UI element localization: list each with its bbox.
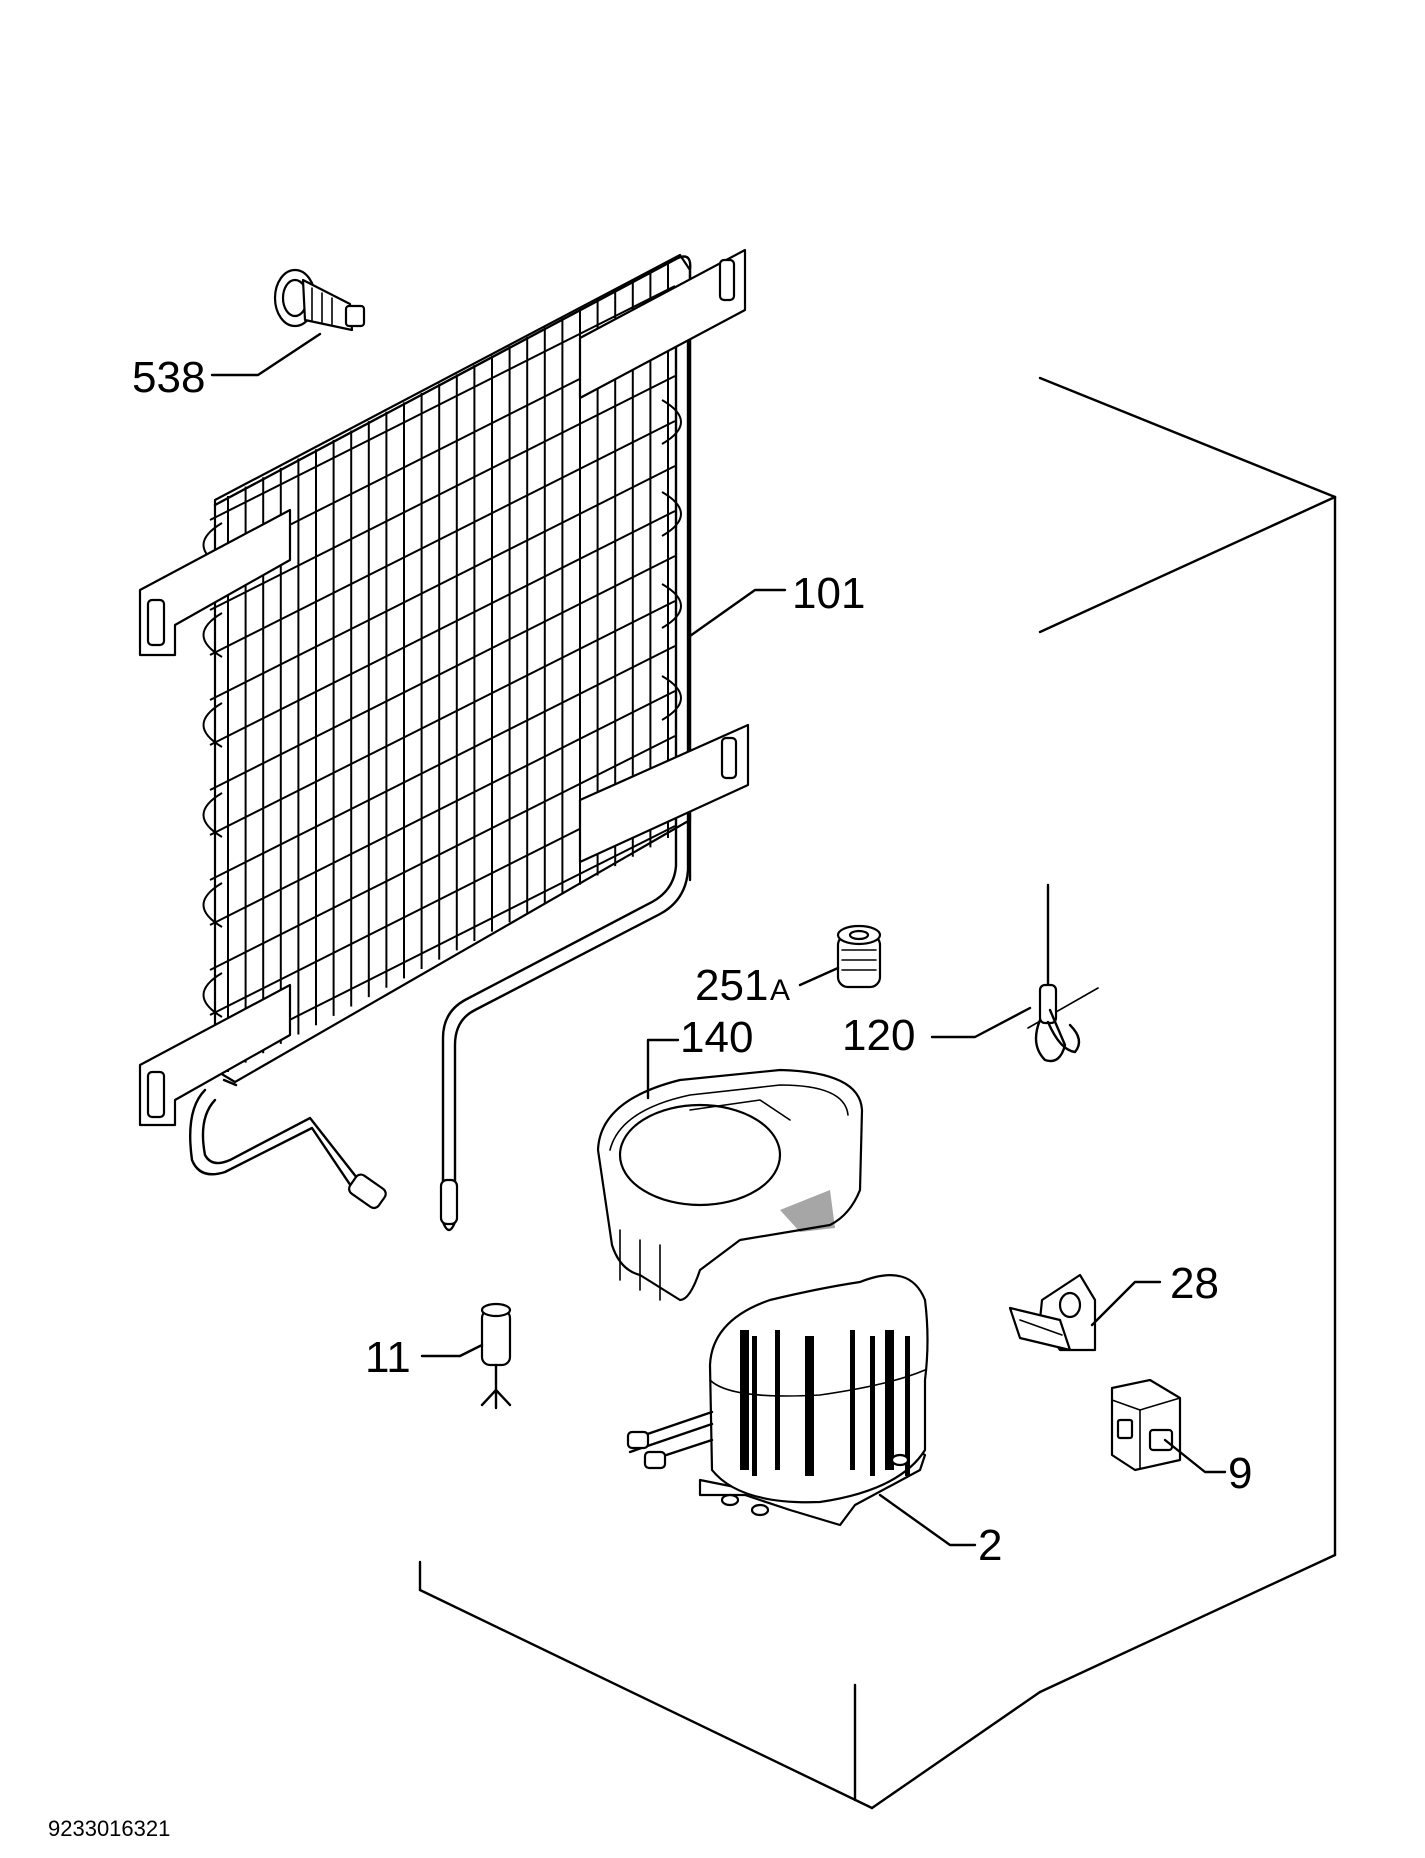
svg-text:251: 251 (695, 961, 768, 1010)
svg-text:11: 11 (365, 1333, 411, 1382)
callout-251a: 251 A (695, 961, 840, 1010)
svg-text:2: 2 (978, 1521, 1002, 1570)
sensor-120[interactable] (1027, 883, 1099, 1063)
svg-text:140: 140 (680, 1013, 753, 1062)
dryer-filter-251a[interactable] (836, 924, 882, 989)
callout-140: 140 (646, 1013, 753, 1100)
svg-text:9: 9 (1228, 1449, 1252, 1498)
callout-9: 9 (1163, 1438, 1252, 1498)
callout-538: 538 (132, 332, 322, 402)
callout-11: 11 (365, 1333, 484, 1382)
callout-2: 2 (878, 1493, 1002, 1570)
svg-text:120: 120 (842, 1011, 915, 1060)
callout-101: 101 (688, 569, 865, 638)
callout-120: 120 (842, 1006, 1032, 1060)
sensor-11[interactable] (480, 1302, 512, 1410)
drawing-number: 9233016321 (48, 1816, 170, 1841)
compressor-2[interactable] (626, 1274, 929, 1527)
relay-9[interactable] (1110, 1378, 1182, 1472)
svg-text:A: A (770, 974, 790, 1007)
svg-text:28: 28 (1170, 1259, 1219, 1308)
callout-28: 28 (1090, 1259, 1219, 1327)
svg-text:101: 101 (792, 569, 865, 618)
clip-538[interactable] (273, 268, 366, 332)
condenser[interactable] (138, 248, 750, 1232)
cabinet-outline (418, 376, 1337, 1810)
bracket-28[interactable] (1008, 1273, 1097, 1352)
svg-text:538: 538 (132, 353, 205, 402)
compressor-tray-140[interactable] (596, 1068, 864, 1302)
